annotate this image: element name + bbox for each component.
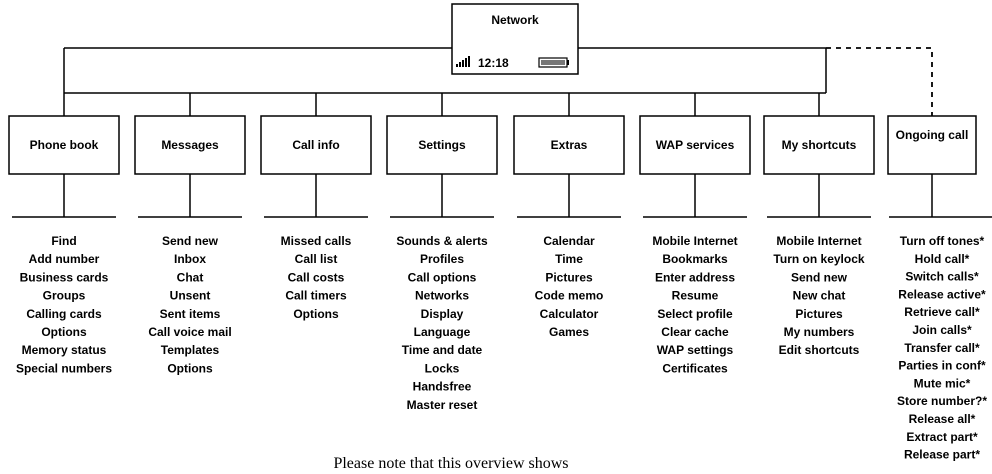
menu-label: Extras	[551, 138, 588, 152]
menu-item[interactable]: Edit shortcuts	[779, 343, 860, 357]
menu-item[interactable]: Master reset	[407, 398, 478, 412]
menu-item[interactable]: Clear cache	[661, 325, 729, 339]
menu-item[interactable]: Locks	[425, 361, 460, 375]
menu-item[interactable]: Templates	[161, 343, 220, 357]
ongoing-call-item[interactable]: Join calls*	[912, 323, 972, 337]
menu-item[interactable]: Send new	[791, 270, 848, 284]
menu-item[interactable]: Special numbers	[16, 361, 112, 375]
menu-item[interactable]: Call list	[295, 252, 338, 266]
ongoing-call-item[interactable]: Turn off tones*	[900, 234, 985, 248]
menu-item[interactable]: Call options	[408, 270, 477, 284]
menu-label: Messages	[161, 138, 219, 152]
ongoing-call-item[interactable]: Switch calls*	[905, 270, 979, 284]
menu-item[interactable]: Select profile	[657, 307, 733, 321]
menu-label: Phone book	[30, 138, 99, 152]
menu-item[interactable]: Bookmarks	[662, 252, 728, 266]
menu-item[interactable]: Groups	[43, 289, 86, 303]
menu-label: Call info	[292, 138, 339, 152]
menu-item[interactable]: Calling cards	[26, 307, 102, 321]
menu-item[interactable]: Unsent	[170, 289, 211, 303]
menu-item[interactable]: Add number	[29, 252, 100, 266]
network-title: Network	[491, 13, 539, 27]
menu-item[interactable]: Networks	[415, 289, 469, 303]
menu-item[interactable]: Mobile Internet	[776, 234, 861, 248]
menu-item[interactable]: Find	[51, 234, 76, 248]
menu-item[interactable]: Pictures	[545, 270, 593, 284]
footnote-text: Please note that this overview shows	[333, 455, 568, 472]
ongoing-call-item[interactable]: Extract part*	[906, 430, 978, 444]
menu-item[interactable]: Options	[293, 307, 339, 321]
ongoing-call-item[interactable]: Hold call*	[915, 252, 970, 266]
menu-item[interactable]: Business cards	[20, 270, 109, 284]
menu-item[interactable]: Call costs	[288, 270, 345, 284]
menu-box-settings[interactable]	[386, 115, 498, 175]
menu-box-wap-services[interactable]	[639, 115, 751, 175]
menu-item[interactable]: Certificates	[662, 361, 728, 375]
menu-item[interactable]: Resume	[672, 289, 719, 303]
menu-item[interactable]: Options	[167, 361, 213, 375]
menu-item[interactable]: New chat	[793, 289, 846, 303]
ongoing-call-item[interactable]: Release active*	[898, 287, 986, 301]
network-screen: Network 12:18	[451, 3, 579, 75]
menu-item[interactable]: My numbers	[784, 325, 855, 339]
ongoing-call-item[interactable]: Parties in conf*	[898, 359, 986, 373]
menu-item[interactable]: Time and date	[402, 343, 483, 357]
menu-item[interactable]: Inbox	[174, 252, 206, 266]
menu-item[interactable]: Profiles	[420, 252, 464, 266]
menu-item[interactable]: Memory status	[22, 343, 107, 357]
menu-box-call-info[interactable]	[260, 115, 372, 175]
menu-item[interactable]: Enter address	[655, 270, 735, 284]
menu-item[interactable]: Call timers	[285, 289, 347, 303]
menu-label: My shortcuts	[782, 138, 857, 152]
menu-box-extras[interactable]	[513, 115, 625, 175]
menu-item[interactable]: Call voice mail	[148, 325, 231, 339]
menu-item[interactable]: Time	[555, 252, 583, 266]
menu-item[interactable]: Display	[421, 307, 464, 321]
battery-icon	[538, 57, 569, 68]
signal-bars-icon	[456, 56, 470, 67]
menu-item[interactable]: Send new	[162, 234, 219, 248]
menu-item[interactable]: Games	[549, 325, 589, 339]
menu-item[interactable]: Pictures	[795, 307, 843, 321]
ongoing-call-item[interactable]: Mute mic*	[914, 376, 971, 390]
ongoing-call-item[interactable]: Retrieve call*	[904, 305, 980, 319]
clock-time: 12:18	[478, 56, 509, 70]
menu-item[interactable]: Handsfree	[413, 380, 472, 394]
menu-box-phone-book[interactable]	[8, 115, 120, 175]
menu-label: WAP services	[656, 138, 735, 152]
menu-item[interactable]: Sounds & alerts	[396, 234, 488, 248]
ongoing-call-label: Ongoing call	[896, 128, 969, 142]
menu-item[interactable]: Code memo	[535, 289, 604, 303]
menu-item[interactable]: WAP settings	[657, 343, 734, 357]
ongoing-call-box[interactable]	[887, 115, 977, 175]
menu-item[interactable]: Calendar	[543, 234, 595, 248]
menu-label: Settings	[418, 138, 466, 152]
menu-item[interactable]: Options	[41, 325, 87, 339]
ongoing-call-item[interactable]: Release part*	[904, 448, 980, 462]
menu-item[interactable]: Calculator	[540, 307, 599, 321]
menu-item[interactable]: Sent items	[160, 307, 221, 321]
menu-item[interactable]: Turn on keylock	[773, 252, 864, 266]
menu-item[interactable]: Chat	[177, 270, 204, 284]
menu-box-messages[interactable]	[134, 115, 246, 175]
ongoing-call-dashed-connector	[826, 47, 933, 116]
ongoing-call-item[interactable]: Transfer call*	[904, 341, 980, 355]
menu-item[interactable]: Missed calls	[281, 234, 352, 248]
ongoing-call-item[interactable]: Store number?*	[897, 394, 987, 408]
menu-item[interactable]: Mobile Internet	[652, 234, 737, 248]
menu-box-my-shortcuts[interactable]	[763, 115, 875, 175]
menu-item[interactable]: Language	[414, 325, 471, 339]
connectors	[63, 47, 933, 116]
ongoing-call-item[interactable]: Release all*	[909, 412, 976, 426]
